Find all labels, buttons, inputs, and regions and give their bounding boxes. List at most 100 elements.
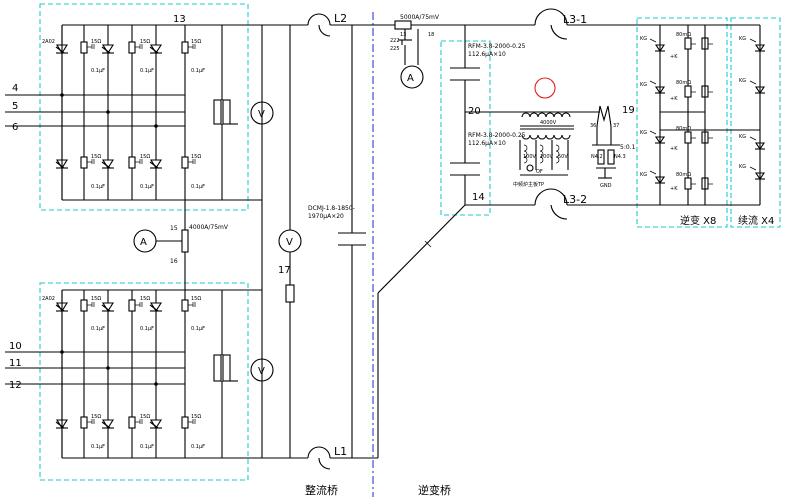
svg-text:KG: KG [640, 172, 647, 178]
label-222: 222 [390, 38, 400, 44]
rectifier-lower-box [39, 282, 249, 481]
gnd-label: GND [600, 183, 612, 189]
svg-text:KG: KG [739, 78, 746, 84]
label-15: 15 [170, 225, 178, 232]
tap-100v-a: 100V [523, 154, 537, 160]
rfm-cap-bot-2: 112.6μA×10 [468, 140, 506, 147]
rectifier-bridge-title: 整流桥 [305, 483, 338, 497]
rectifier-lower-meter-v: V [258, 366, 265, 377]
svg-text:KG: KG [640, 82, 647, 88]
label-of: OF [536, 169, 543, 175]
marker-circle [534, 77, 556, 99]
svg-text:+K: +K [670, 54, 678, 60]
inductor-l1-label: L1 [334, 445, 347, 458]
rectifier-upper-columns [55, 25, 196, 200]
label-11: 11 [9, 358, 22, 369]
label-225: 225 [390, 46, 400, 52]
rectifier-upper [55, 25, 274, 201]
inverter-thyristor-bank [649, 25, 760, 205]
svg-text:80mΩ: 80mΩ [676, 126, 691, 132]
svg-text:80mΩ: 80mΩ [676, 172, 691, 178]
svg-text:KG: KG [739, 164, 746, 170]
svg-text:+K: +K [670, 186, 678, 192]
label-14: 14 [472, 192, 485, 203]
svg-text:15Ω: 15Ω [140, 296, 150, 302]
inverter-thyristor-box [636, 17, 728, 228]
rectifier-lower-annotations: 2A02 15Ω 0.1μF 15Ω 0.1μF 15Ω 0.1μF 15Ω 0.1μF… [42, 296, 205, 450]
rfm-cap-top-1: RFM-3.8-2000-0.25 [468, 43, 526, 50]
ammeter-middle-a: A [140, 237, 147, 248]
svg-text:15Ω: 15Ω [91, 296, 101, 302]
svg-text:15Ω: 15Ω [140, 154, 150, 160]
current-transformer [592, 105, 620, 179]
dc-cap-spec-2: 1970μA×20 [308, 213, 344, 220]
inductor-l2-label: L2 [334, 12, 347, 25]
label-18: 18 [428, 32, 434, 38]
tap-100v-b: 100V [540, 154, 554, 160]
inductor-l3-2-label: L3-2 [563, 193, 587, 206]
svg-text:15Ω: 15Ω [191, 154, 201, 160]
inductor-l3-2 [534, 188, 568, 220]
middle-shunt [156, 200, 189, 290]
inverter-ammeter-a: A [407, 73, 414, 84]
svg-text:15Ω: 15Ω [140, 39, 150, 45]
svg-text:0.1μF: 0.1μF [140, 184, 154, 190]
inverter-x8-label: 逆变 X8 [680, 214, 716, 227]
inverter-shunt-spec: 5000A/75mV [400, 14, 440, 21]
ac-input-lower [5, 350, 158, 386]
inverter-bridge-title: 逆变桥 [418, 483, 451, 497]
label-16: 16 [170, 258, 178, 265]
label-37: 37 [613, 123, 619, 129]
svg-text:15Ω: 15Ω [140, 414, 150, 420]
label-5: 5 [12, 101, 18, 112]
label-36: 36 [590, 123, 596, 129]
svg-text:0.1μF: 0.1μF [191, 326, 205, 332]
inverter-shunt [394, 20, 424, 89]
svg-text:KG: KG [739, 134, 746, 140]
svg-text:0.1μF: 0.1μF [191, 444, 205, 450]
label-10: 10 [9, 341, 22, 352]
svg-text:+K: +K [670, 146, 678, 152]
label-13b: 13 [400, 32, 406, 38]
svg-text:2A02: 2A02 [42, 39, 55, 45]
tap-50v: 50V [558, 154, 568, 160]
label-6: 6 [12, 122, 18, 133]
svg-text:0.1μF: 0.1μF [91, 68, 105, 74]
svg-text:0.1μF: 0.1μF [140, 444, 154, 450]
svg-text:80mΩ: 80mΩ [676, 32, 691, 38]
label-13-top: 13 [173, 14, 186, 25]
rfm-cap-bot-1: RFM-3.8-2000-0.25 [468, 132, 526, 139]
svg-text:0.1μF: 0.1μF [91, 444, 105, 450]
ac-input-upper [5, 93, 158, 128]
inductor-l1 [307, 446, 331, 470]
label-n42: N4.2 [591, 154, 603, 160]
rectifier-lower [55, 289, 274, 458]
label-n43: N4.3 [614, 154, 626, 160]
rectifier-upper-meter-v: V [258, 109, 265, 120]
svg-text:0.1μF: 0.1μF [140, 326, 154, 332]
svg-text:15Ω: 15Ω [91, 39, 101, 45]
svg-text:KG: KG [640, 130, 647, 136]
inductor-l3-1 [534, 8, 568, 40]
svg-text:0.1μF: 0.1μF [91, 184, 105, 190]
middle-shunt-spec: 4000A/75mV [189, 224, 229, 231]
inductor-l3-1-label: L3-1 [563, 13, 587, 26]
svg-text:15Ω: 15Ω [91, 154, 101, 160]
svg-text:2A02: 2A02 [42, 296, 55, 302]
svg-text:0.1μF: 0.1μF [91, 326, 105, 332]
freewheel-annotations: KG KG KG KG [739, 36, 746, 170]
rectifier-upper-box [39, 3, 249, 211]
svg-text:0.1μF: 0.1μF [191, 184, 205, 190]
dc-voltage-branch [285, 25, 295, 458]
label-19: 19 [622, 105, 635, 116]
inductor-l2 [307, 13, 331, 37]
output-transformer [465, 111, 600, 176]
label-17: 17 [278, 265, 291, 276]
svg-text:15Ω: 15Ω [191, 39, 201, 45]
svg-text:KG: KG [640, 36, 647, 42]
label-board: 中频炉主板TP [513, 181, 544, 188]
svg-text:+K: +K [670, 96, 678, 102]
svg-text:15Ω: 15Ω [191, 414, 201, 420]
